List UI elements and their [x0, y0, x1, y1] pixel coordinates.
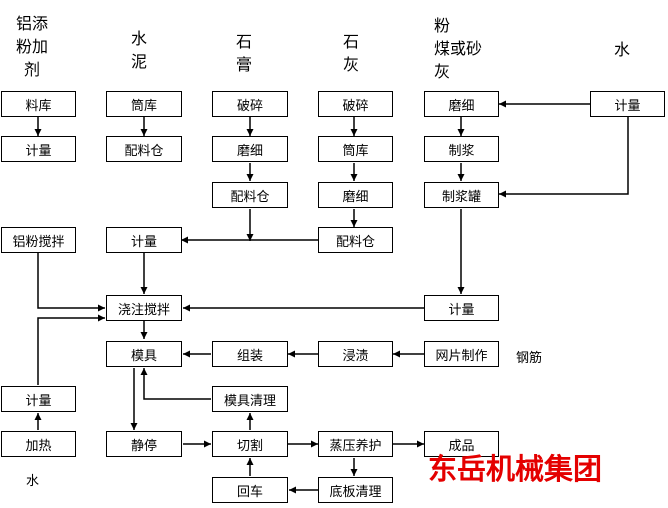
box-assembly: 组装 — [212, 341, 288, 367]
box-slurry-metering: 计量 — [424, 295, 499, 321]
box-heating: 加热 — [1, 431, 76, 457]
arrow-cleaning-to-mold — [140, 368, 211, 400]
box-slurry-tank: 制浆罐 — [424, 182, 499, 208]
box-static-curing: 静停 — [106, 431, 182, 457]
box-impregnation: 浸渍 — [318, 341, 393, 367]
label-steel-bar: 钢筋 — [516, 351, 543, 366]
box-slurry-making: 制浆 — [424, 136, 499, 162]
header-aluminum-additive: 铝添 粉加 剂 — [16, 14, 49, 79]
box-heating-metering: 计量 — [1, 386, 76, 412]
header-fly-ash: 粉 煤或砂 灰 — [434, 16, 483, 81]
box-aluminum-powder-mixing: 铝粉搅拌 — [1, 227, 76, 253]
box-gypsum-crushing: 破碎 — [212, 91, 288, 117]
box-gypsum-grinding: 磨细 — [212, 136, 288, 162]
box-lime-silo: 筒库 — [318, 136, 393, 162]
box-cutting: 切割 — [212, 431, 288, 457]
box-water-metering: 计量 — [590, 91, 665, 117]
box-lime-batch-bin: 配料仓 — [318, 227, 393, 253]
header-gypsum: 石 膏 — [236, 32, 253, 74]
label-water-bottom: 水 — [26, 474, 40, 489]
arrow-water-to-tank — [499, 117, 629, 198]
box-ash-grinding: 磨细 — [424, 91, 499, 117]
box-return-car: 回车 — [212, 477, 288, 503]
box-gypsum-batch-bin: 配料仓 — [212, 182, 288, 208]
box-mold: 模具 — [106, 341, 182, 367]
company-watermark: 东岳机械集团 — [428, 452, 603, 486]
box-pour-mixing: 浇注搅拌 — [106, 295, 182, 321]
arrow-al-powder-to-mixing — [37, 253, 105, 312]
header-cement: 水 泥 — [131, 29, 148, 71]
box-aluminum-metering: 计量 — [1, 136, 76, 162]
box-lime-crushing: 破碎 — [318, 91, 393, 117]
box-base-plate-cleaning: 底板清理 — [318, 477, 393, 503]
arrow-heating-metering-to-mixing — [37, 314, 105, 385]
box-mesh-making: 网片制作 — [424, 341, 499, 367]
header-lime: 石 灰 — [343, 32, 360, 74]
box-cement-batch-bin: 配料仓 — [106, 136, 182, 162]
box-dry-metering: 计量 — [106, 227, 182, 253]
box-mold-cleaning: 模具清理 — [212, 386, 288, 412]
box-autoclave-curing: 蒸压养护 — [318, 431, 393, 457]
box-lime-grinding: 磨细 — [318, 182, 393, 208]
box-aluminum-storage: 料库 — [1, 91, 76, 117]
box-cement-silo: 筒库 — [106, 91, 182, 117]
box-finished-product: 成品 — [424, 431, 499, 457]
header-water: 水 — [614, 40, 631, 59]
